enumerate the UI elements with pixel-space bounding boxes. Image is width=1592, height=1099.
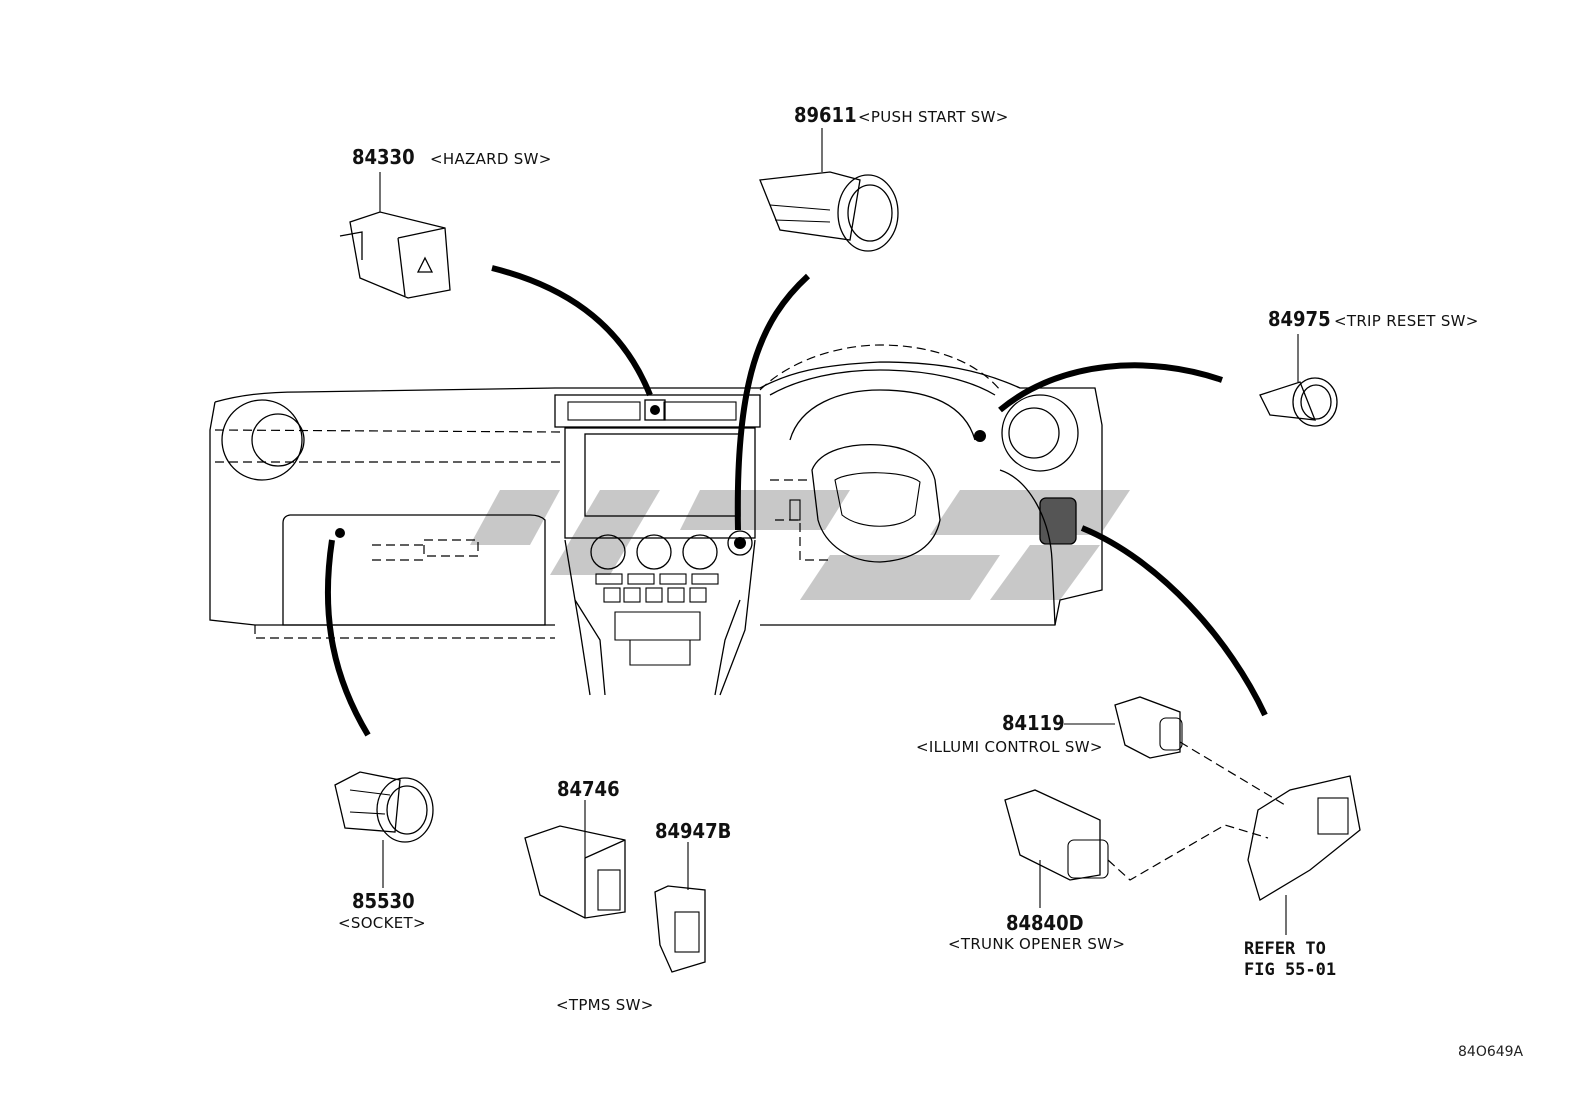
callout-85530[interactable]: 85530 <SOCKET> bbox=[338, 889, 426, 932]
part-number-89611: 89611 bbox=[794, 103, 857, 127]
part-number-85530: 85530 bbox=[352, 889, 415, 913]
refer-line-1: REFER TO bbox=[1244, 939, 1326, 959]
part-desc-trip-reset: <TRIP RESET SW> bbox=[1334, 312, 1479, 330]
callout-84975[interactable]: 84975 <TRIP RESET SW> bbox=[1268, 307, 1479, 331]
illumi-control-switch-part bbox=[1064, 696, 1183, 759]
tpms-switch-84947b-part bbox=[654, 842, 706, 973]
part-desc-trunk-opener: <TRUNK OPENER SW> bbox=[948, 935, 1125, 953]
part-number-84947b: 84947B bbox=[655, 819, 731, 843]
hazard-switch-part bbox=[339, 172, 451, 299]
trunk-opener-switch-part bbox=[1004, 789, 1109, 908]
refer-to-figure[interactable]: REFER TO FIG 55-01 bbox=[1244, 939, 1336, 980]
watermark bbox=[470, 490, 1130, 600]
part-number-84975: 84975 bbox=[1268, 307, 1331, 331]
leader-lines bbox=[324, 265, 1268, 737]
part-number-84330: 84330 bbox=[352, 145, 415, 169]
callout-89611[interactable]: 89611 <PUSH START SW> bbox=[794, 103, 1009, 127]
part-desc-socket: <SOCKET> bbox=[338, 914, 426, 932]
tpms-switch-84746-part bbox=[524, 800, 626, 919]
tpms-label: <TPMS SW> bbox=[556, 996, 654, 1014]
callout-84119[interactable]: 84119 <ILLUMI CONTROL SW> bbox=[916, 711, 1103, 756]
part-desc-push-start: <PUSH START SW> bbox=[858, 108, 1009, 126]
socket-part bbox=[334, 771, 434, 888]
push-start-switch-part bbox=[759, 128, 899, 252]
bezel-part bbox=[1107, 741, 1361, 935]
part-desc-illumi: <ILLUMI CONTROL SW> bbox=[916, 738, 1103, 756]
part-number-84840d: 84840D bbox=[1006, 911, 1084, 935]
trip-reset-switch-part bbox=[1259, 334, 1338, 427]
callout-84330[interactable]: 84330 <HAZARD SW> bbox=[352, 145, 552, 169]
part-desc-hazard: <HAZARD SW> bbox=[430, 150, 552, 168]
dashboard-outline bbox=[209, 344, 1103, 696]
figure-code: 84O649A bbox=[1458, 1044, 1524, 1060]
callout-84947b[interactable]: 84947B bbox=[655, 819, 731, 843]
callout-84840d[interactable]: 84840D <TRUNK OPENER SW> bbox=[948, 911, 1125, 953]
part-number-84119: 84119 bbox=[1002, 711, 1065, 735]
part-number-84746: 84746 bbox=[557, 777, 620, 801]
refer-line-2: FIG 55-01 bbox=[1244, 960, 1336, 980]
callout-84746[interactable]: 84746 bbox=[557, 777, 620, 801]
